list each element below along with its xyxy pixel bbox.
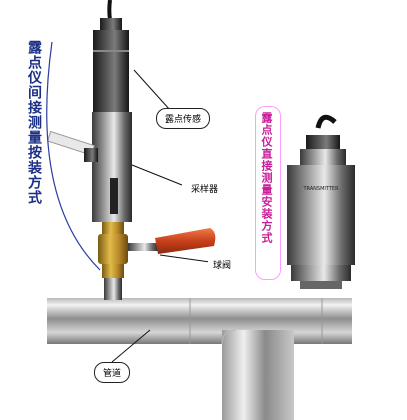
transmitter-icon: TRANSMITTER	[287, 114, 355, 289]
ball-valve-label: 球阀	[208, 256, 237, 273]
callout-lines	[111, 69, 211, 363]
pipeline-callout: 管道	[94, 362, 131, 383]
sampler-label: 采样器	[186, 180, 224, 197]
svg-text:TRANSMITTER: TRANSMITTER	[302, 186, 339, 192]
indirect-bracket	[46, 41, 101, 271]
sensor-icon	[46, 0, 132, 300]
t-pipe-icon	[47, 298, 352, 420]
direct-method-box	[255, 106, 281, 280]
dew-point-sensor-callout: 露点传感	[156, 108, 211, 129]
ball-valve-icon	[128, 228, 216, 254]
indirect-method-label: 露点仪间接测量按装方式	[26, 40, 42, 205]
direct-method-label: 露点仪直接测量安装方式	[260, 112, 273, 244]
